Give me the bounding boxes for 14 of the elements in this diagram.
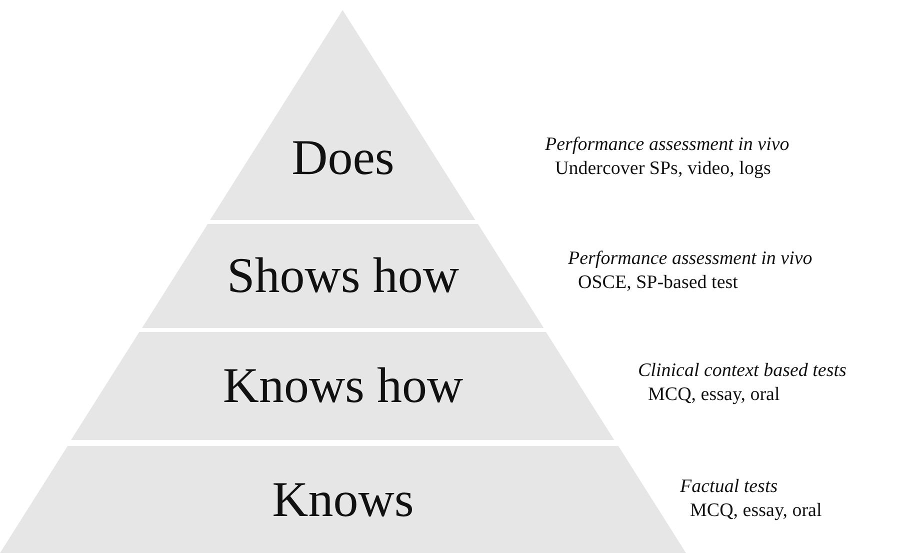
pyramid-tier bbox=[71, 332, 615, 440]
pyramid-tier bbox=[210, 10, 476, 220]
tier-label: Knows how bbox=[222, 356, 464, 414]
tier-label: Does bbox=[290, 128, 396, 186]
assessment-method-heading: Performance assessment in vivo bbox=[545, 134, 790, 156]
tier-label: Shows how bbox=[226, 246, 460, 304]
assessment-examples: OSCE, SP-based test bbox=[578, 272, 738, 294]
assessment-examples: MCQ, essay, oral bbox=[648, 384, 780, 406]
assessment-method-heading: Performance assessment in vivo bbox=[568, 248, 812, 270]
assessment-method-heading: Factual tests bbox=[680, 476, 778, 498]
assessment-examples: MCQ, essay, oral bbox=[690, 500, 822, 522]
pyramid-tier bbox=[142, 224, 544, 328]
assessment-examples: Undercover SPs, video, logs bbox=[555, 158, 771, 180]
assessment-method-heading: Clinical context based tests bbox=[638, 360, 846, 382]
